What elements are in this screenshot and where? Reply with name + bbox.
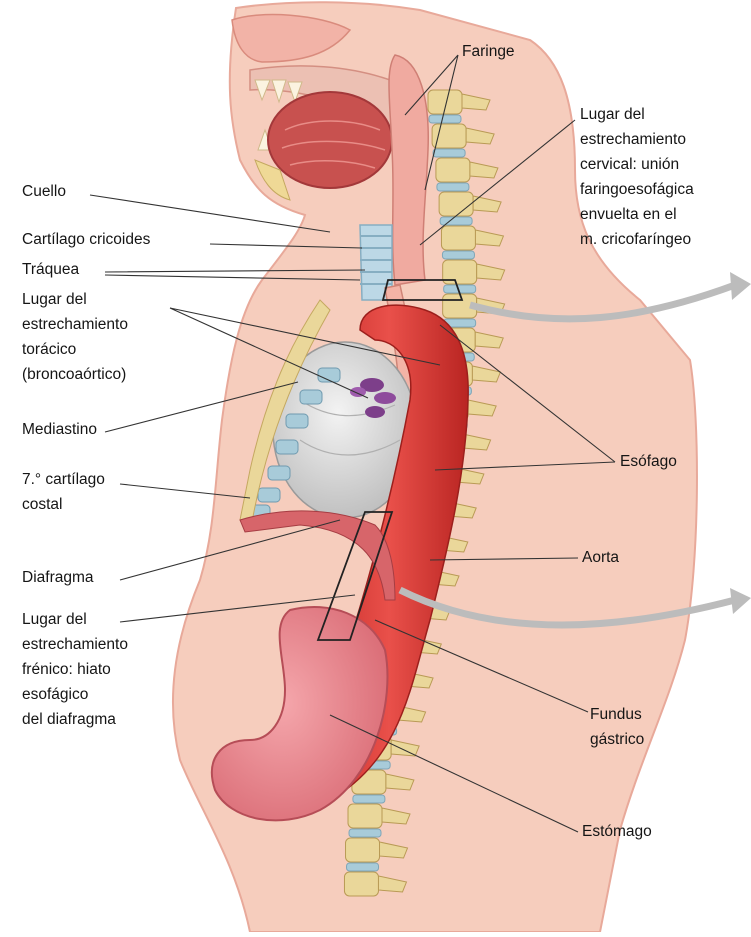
intervertebral-disc: [437, 183, 469, 191]
pharynx: [389, 55, 428, 285]
intervertebral-disc: [440, 217, 472, 225]
vertebra: [348, 804, 382, 828]
label-estomago: Estómago: [582, 822, 652, 842]
intervertebral-disc: [442, 251, 474, 259]
label-esofago: Esófago: [620, 452, 677, 472]
label-cartilago-cricoides: Cartílago cricoides: [22, 230, 150, 250]
label-line: del diafragma: [22, 710, 116, 730]
vertebra: [432, 124, 466, 148]
label-mediastino: Mediastino: [22, 420, 97, 440]
intervertebral-disc: [429, 115, 461, 123]
label-line: Lugar del: [22, 290, 87, 310]
label-line: estrechamiento: [580, 130, 686, 150]
label-line: torácico: [22, 340, 76, 360]
tongue: [268, 92, 392, 188]
vertebra: [346, 838, 380, 862]
label-cuello: Cuello: [22, 182, 66, 202]
label-line: 7.° cartílago: [22, 470, 105, 490]
label-line: Lugar del: [580, 105, 645, 125]
intervertebral-disc: [433, 149, 465, 157]
label-line: costal: [22, 495, 63, 515]
label-line: estrechamiento: [22, 635, 128, 655]
label-line: envuelta en el: [580, 205, 677, 225]
label-line: frénico: hiato: [22, 660, 111, 680]
vertebra: [439, 192, 473, 216]
vertebra: [344, 872, 378, 896]
intervertebral-disc: [349, 829, 381, 837]
label-line: (broncoaórtico): [22, 365, 126, 385]
intervertebral-disc: [347, 863, 379, 871]
label-diafragma: Diafragma: [22, 568, 94, 588]
intervertebral-disc: [353, 795, 385, 803]
label-aorta: Aorta: [582, 548, 619, 568]
label-line: estrechamiento: [22, 315, 128, 335]
vertebra: [441, 226, 475, 250]
label-line: Lugar del: [22, 610, 87, 630]
label-line: m. cricofaríngeo: [580, 230, 691, 250]
label-line: esofágico: [22, 685, 88, 705]
label-line: faringoesofágica: [580, 180, 694, 200]
label-line: cervical: unión: [580, 155, 679, 175]
label-line: gástrico: [590, 730, 644, 750]
label-line: Fundus: [590, 705, 642, 725]
vertebra: [436, 158, 470, 182]
label-traquea: Tráquea: [22, 260, 79, 280]
label-faringe: Faringe: [462, 42, 515, 62]
